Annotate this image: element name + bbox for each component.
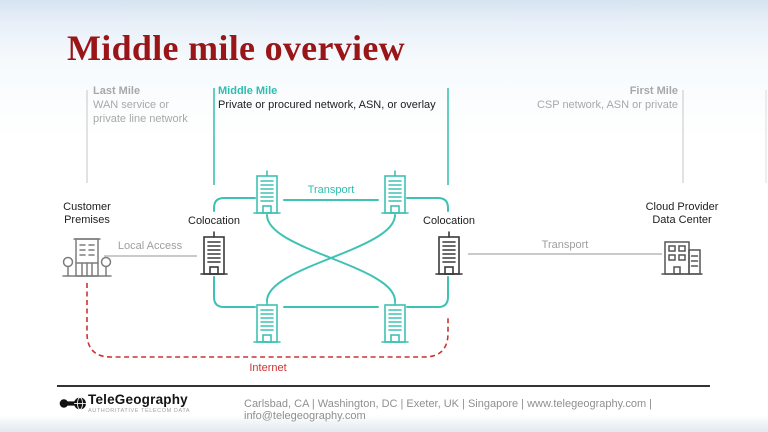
- transport-right-label: Transport: [541, 239, 589, 251]
- last-mile-desc-line1: WAN service or: [93, 99, 169, 111]
- first-mile-desc: CSP network, ASN or private: [536, 99, 678, 111]
- middle-mile-title: Middle Mile: [218, 85, 278, 97]
- page-title: Middle mile overview: [67, 28, 405, 68]
- cloud-provider-label: Cloud Provider Data Center: [645, 201, 719, 226]
- mesh-node-bottom-left-icon: [250, 299, 284, 345]
- brand-tagline: AUTHORITATIVE TELECOM DATA: [88, 408, 191, 414]
- mesh-node-top-right-icon: [378, 170, 412, 216]
- local-access-label: Local Access: [117, 240, 183, 252]
- coloc-right-up-elbow: [406, 197, 449, 212]
- middle-mile-mesh: [213, 197, 449, 308]
- colocation-right-icon: [432, 231, 466, 277]
- colocation-left-icon: [197, 231, 231, 277]
- coloc-right-down-elbow: [406, 276, 449, 308]
- section-middle-mile: Middle Mile Private or procured network,…: [218, 84, 436, 112]
- last-mile-desc-line2: private line network: [93, 113, 188, 125]
- cross-link-b: [266, 214, 396, 302]
- telegeography-logo-icon: [59, 394, 87, 413]
- coloc-left-down-elbow: [213, 276, 256, 308]
- colocation-right-label: Colocation: [423, 215, 475, 227]
- internet-path: [86, 283, 449, 358]
- first-mile-title: First Mile: [629, 85, 678, 97]
- transport-middle-label: Transport: [307, 184, 355, 196]
- footer-locations: Carlsbad, CA | Washington, DC | Exeter, …: [244, 398, 653, 422]
- section-last-mile: Last Mile WAN service or private line ne…: [93, 84, 188, 126]
- internet-label: Internet: [249, 362, 287, 374]
- colocation-left-label: Colocation: [188, 215, 240, 227]
- coloc-left-up-elbow: [213, 197, 256, 212]
- last-mile-title: Last Mile: [93, 85, 141, 97]
- footer-divider: [57, 385, 710, 387]
- customer-premises-icon: [61, 234, 113, 278]
- cloud-datacenter-icon: [660, 236, 704, 276]
- brand-block: TeleGeography AUTHORITATIVE TELECOM DATA: [88, 392, 190, 414]
- mesh-node-bottom-right-icon: [378, 299, 412, 345]
- mesh-node-top-left-icon: [250, 170, 284, 216]
- brand-name: TeleGeography: [88, 392, 188, 407]
- customer-premises-label: Customer Premises: [63, 201, 111, 226]
- section-first-mile: First Mile CSP network, ASN or private: [537, 84, 678, 112]
- middle-mile-desc: Private or procured network, ASN, or ove…: [218, 99, 436, 111]
